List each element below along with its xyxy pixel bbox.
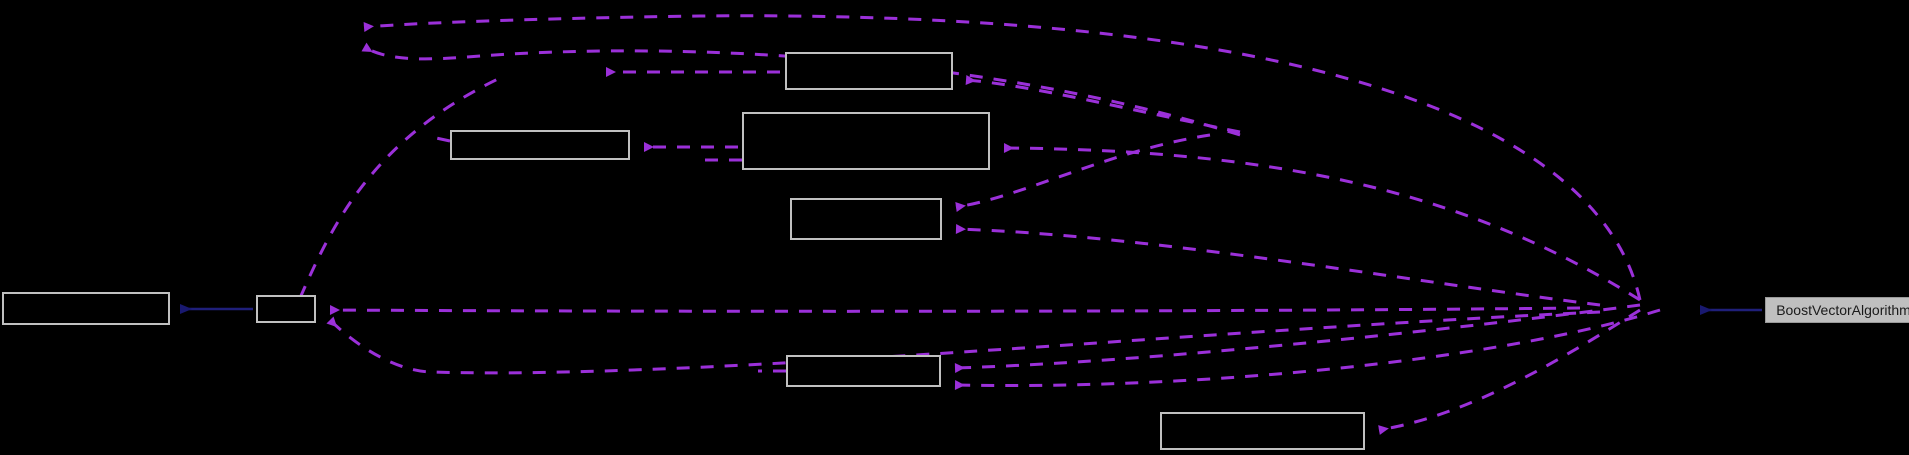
edge-dashed-to-n1-b (326, 310, 1601, 375)
edge-dashed-to-n3 (965, 75, 1241, 134)
edge-dashed-to-n6-b (954, 308, 1661, 390)
edge-dashed-to-n6-a (954, 303, 1641, 373)
edge-group-purple (298, 14, 1661, 435)
edge-dashed-n2-stub (435, 136, 451, 143)
edge-dashed-to-n5-a (955, 133, 1211, 212)
node-n5[interactable] (790, 198, 942, 240)
node-n6[interactable] (786, 355, 941, 387)
node-n1[interactable] (256, 295, 316, 323)
edge-dashed-n1-up (298, 76, 501, 299)
node-boost-vector-algorithm[interactable]: BoostVectorAlgorithm (1765, 297, 1909, 323)
node-n4[interactable] (742, 112, 990, 170)
node-n2[interactable] (450, 130, 630, 160)
edge-dashed-to-n4 (1003, 143, 1641, 302)
node-boost-vector-algorithm-label: BoostVectorAlgorithm (1776, 302, 1909, 318)
edge-dashed-top-a (363, 14, 1642, 301)
edge-root-to-left (180, 304, 1762, 315)
node-n0[interactable] (2, 292, 170, 325)
node-n7[interactable] (1160, 412, 1365, 450)
edge-dashed-to-n7 (1378, 308, 1641, 435)
edge-dashed-to-n5-b (955, 224, 1601, 307)
edge-dashed-top-b (361, 42, 1241, 137)
edge-dashed-to-n1-a (329, 305, 1581, 315)
node-n3[interactable] (785, 52, 953, 90)
